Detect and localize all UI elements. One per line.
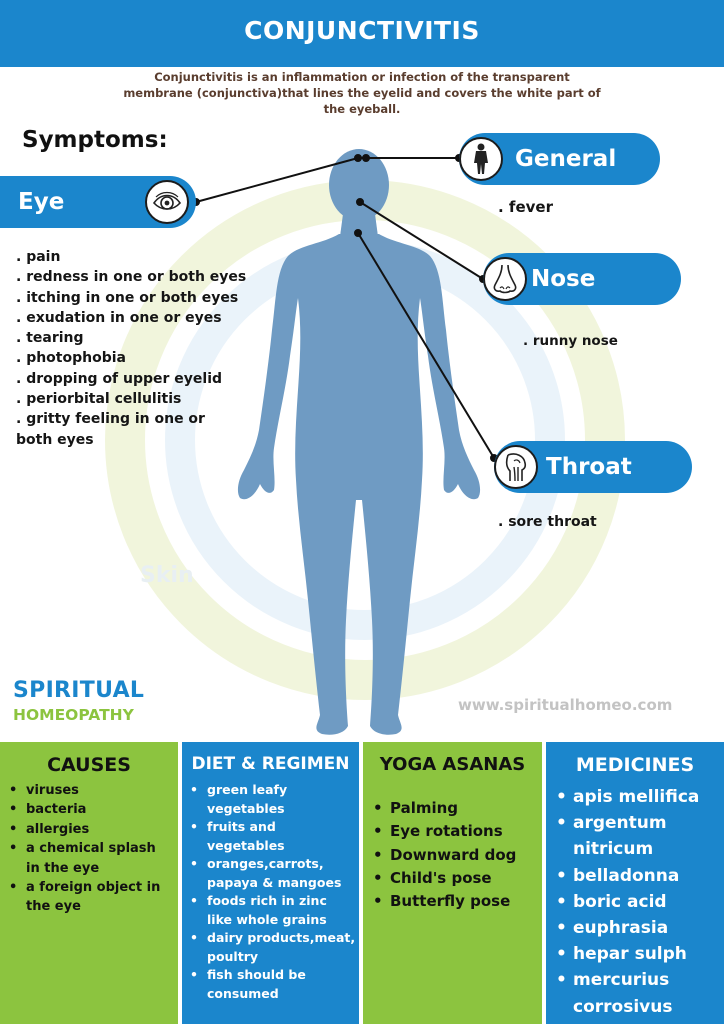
list-item: Butterfly pose	[371, 890, 539, 914]
list-item: Child's pose	[371, 867, 539, 891]
list-item: Eye rotations	[371, 820, 539, 844]
list-item: . gritty feeling in one or both eyes	[16, 411, 205, 448]
throat-section-pill: Throat	[494, 441, 692, 493]
intro-text: Conjunctivitis is an inflammation or inf…	[123, 70, 601, 116]
list-item: . redness in one or both eyes	[16, 269, 247, 286]
list-item: fish should be consumed	[188, 966, 356, 1003]
list-item: Downward dog	[371, 844, 539, 868]
list-item: viruses	[7, 781, 173, 801]
list-item: dairy products,meat, poultry	[188, 929, 356, 966]
throat-section-label: Throat	[546, 454, 632, 480]
diet-list: green leafy vegetables fruits and vegeta…	[188, 781, 356, 1003]
causes-heading: CAUSES	[47, 754, 131, 776]
list-item: bacteria	[7, 800, 173, 820]
human-body-icon	[459, 137, 503, 181]
list-item: a foreign object in the eye	[7, 878, 173, 917]
list-item: foods rich in zinc like whole grains	[188, 892, 356, 929]
nose-section-label: Nose	[531, 266, 596, 292]
brand-name-line1: SPIRITUAL	[13, 678, 145, 703]
list-item: . dropping of upper eyelid	[16, 370, 223, 387]
nose-symptom-text: . runny nose	[523, 333, 618, 349]
list-item: argentum nitricum	[554, 810, 724, 862]
list-item: . photophobia	[16, 350, 126, 367]
title-bar	[0, 0, 724, 67]
general-symptom-text: . fever	[498, 198, 553, 216]
list-item: fruits and vegetables	[188, 818, 356, 855]
symptoms-heading: Symptoms:	[22, 127, 168, 153]
causes-column: CAUSES viruses bacteria allergies a chem…	[0, 742, 178, 1024]
eye-section-label: Eye	[18, 189, 65, 215]
eye-icon	[145, 180, 189, 224]
page-title: CONJUNCTIVITIS	[244, 16, 480, 45]
watermark-text: Skin	[140, 563, 194, 588]
medicines-heading: MEDICINES	[575, 754, 695, 776]
general-section-pill: General	[459, 133, 660, 185]
list-item: boric acid	[554, 889, 724, 915]
list-item: green leafy vegetables	[188, 781, 356, 818]
medicines-column: MEDICINES apis mellifica argentum nitric…	[546, 742, 724, 1024]
throat-icon	[494, 445, 538, 489]
eye-symptom-list: . pain . redness in one or both eyes . i…	[16, 247, 256, 450]
yoga-column: YOGA ASANAS Palming Eye rotations Downwa…	[363, 742, 542, 1024]
throat-symptom-text: . sore throat	[498, 514, 597, 530]
list-item: . tearing	[16, 330, 84, 347]
list-item: belladonna	[554, 863, 724, 889]
eye-section-pill: Eye	[0, 176, 196, 228]
brand-name-line2: HOMEOPATHY	[13, 706, 134, 724]
general-section-label: General	[515, 146, 617, 172]
list-item: Palming	[371, 797, 539, 821]
list-item: a chemical splash in the eye	[7, 839, 173, 878]
list-item: . pain	[16, 249, 61, 265]
causes-list: viruses bacteria allergies a chemical sp…	[7, 781, 173, 917]
medicines-list: apis mellifica argentum nitricum bellado…	[554, 784, 724, 1020]
list-item: oranges,carrots, papaya & mangoes	[188, 855, 356, 892]
list-item: hepar sulph	[554, 941, 724, 967]
nose-icon	[483, 257, 527, 301]
nose-section-pill: Nose	[483, 253, 681, 305]
yoga-heading: YOGA ASANAS	[379, 754, 526, 775]
list-item: euphrasia	[554, 915, 724, 941]
list-item: . exudation in one or eyes	[16, 309, 222, 326]
diet-column: DIET & REGIMEN green leafy vegetables fr…	[182, 742, 359, 1024]
website-url: www.spiritualhomeo.com	[458, 696, 673, 714]
yoga-list: Palming Eye rotations Downward dog Child…	[371, 797, 539, 914]
list-item: . itching in one or both eyes	[16, 289, 239, 306]
list-item: mercurius corrosivus	[554, 967, 724, 1019]
diet-heading: DIET & REGIMEN	[191, 754, 350, 774]
list-item: apis mellifica	[554, 784, 724, 810]
list-item: allergies	[7, 820, 173, 840]
list-item: . periorbital cellulitis	[16, 391, 182, 408]
